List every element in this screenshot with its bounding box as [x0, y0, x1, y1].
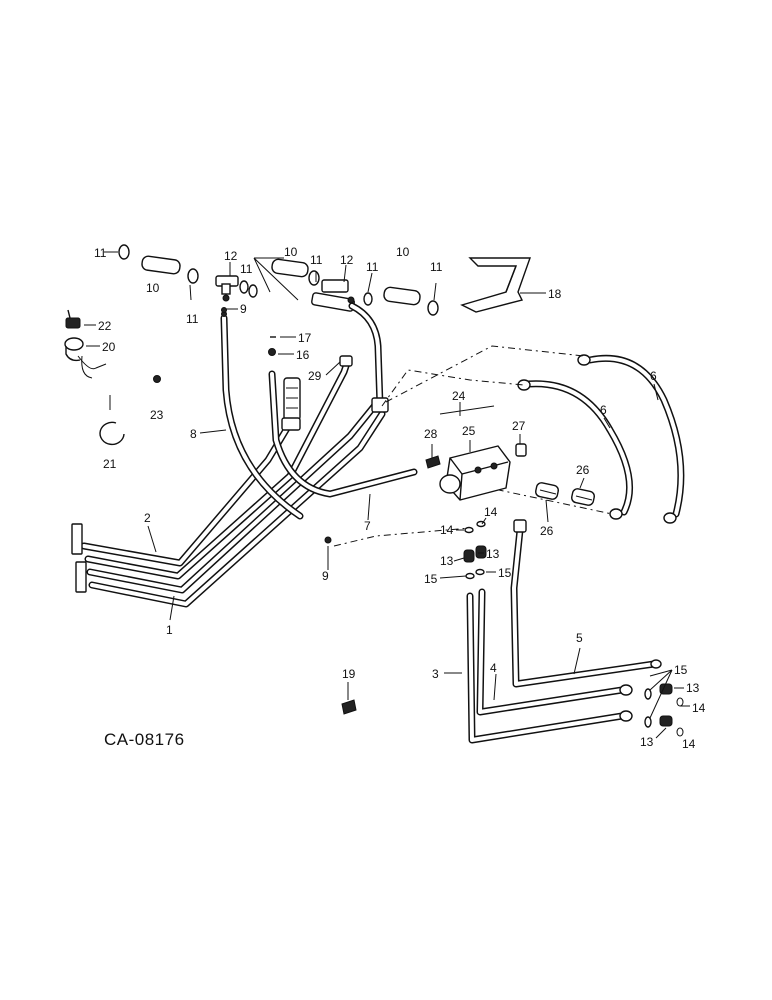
callout-11: 11	[310, 253, 323, 267]
mounting-bracket	[460, 257, 531, 313]
hose-long-left	[220, 311, 304, 520]
callout-13: 13	[440, 554, 454, 568]
callout-27: 27	[512, 419, 526, 433]
callout-9: 9	[322, 569, 329, 583]
coupler	[571, 488, 595, 506]
drawing-code: CA-08176	[104, 730, 185, 749]
tube-flange	[75, 561, 87, 593]
end-fittings-right	[644, 683, 673, 728]
routing-line	[333, 527, 471, 547]
snap-ring	[99, 421, 125, 446]
callout-28: 28	[424, 427, 438, 441]
callout-14: 14	[440, 523, 454, 537]
tee-fitting-right	[311, 279, 355, 312]
callout-13: 13	[686, 681, 700, 695]
hose-upper-right	[348, 302, 389, 413]
callout-11: 11	[240, 262, 253, 276]
callout-22: 22	[98, 319, 112, 333]
callout-19: 19	[342, 667, 356, 681]
callout-13: 13	[486, 547, 500, 561]
callout-13: 13	[640, 735, 654, 749]
callout-15: 15	[424, 572, 438, 586]
control-valve	[439, 445, 511, 501]
tee-fitting-left	[215, 275, 239, 302]
callout-10: 10	[284, 245, 298, 259]
washer	[676, 727, 684, 737]
valve-fitting	[515, 443, 527, 457]
callout-15: 15	[674, 663, 688, 677]
breather	[425, 455, 441, 469]
hose-clamp	[363, 292, 373, 306]
callout-2: 2	[144, 511, 151, 525]
hose-clamp	[427, 300, 439, 316]
callout-7: 7	[364, 519, 371, 533]
callout-12: 12	[224, 249, 238, 263]
steel-tube-group	[71, 362, 386, 608]
washer	[676, 697, 684, 707]
callout-12: 12	[340, 253, 354, 267]
callout-26: 26	[540, 524, 554, 538]
tube-flange	[71, 523, 83, 555]
switch-assembly	[65, 309, 81, 329]
hose-clamp	[187, 268, 199, 284]
callout-24: 24	[452, 389, 466, 403]
elbow-fitting	[339, 355, 353, 367]
short-hose-right	[383, 286, 421, 306]
leader-lines	[84, 251, 690, 739]
callout-29: 29	[308, 369, 322, 383]
callout-17: 17	[298, 331, 312, 345]
routing-line	[381, 369, 525, 407]
callout-11: 11	[430, 260, 443, 274]
hose-clamp	[308, 270, 320, 286]
cap-plug	[341, 699, 357, 715]
callout-6: 6	[650, 369, 657, 383]
hose-pair	[517, 354, 685, 524]
callout-3: 3	[432, 667, 439, 681]
callout-10: 10	[146, 281, 160, 295]
callout-11: 11	[94, 246, 107, 260]
hose-clamp	[239, 280, 249, 294]
callout-21: 21	[103, 457, 117, 471]
callout-16: 16	[296, 348, 310, 362]
callout-11: 11	[186, 312, 199, 326]
o-ring	[221, 307, 227, 313]
callout-15: 15	[498, 566, 512, 580]
plug	[153, 375, 161, 383]
callout-26: 26	[576, 463, 590, 477]
hose-return	[268, 370, 418, 498]
short-hose-middle	[271, 258, 309, 278]
callout-18: 18	[548, 287, 562, 301]
callout-25: 25	[462, 424, 476, 438]
callout-8: 8	[190, 427, 197, 441]
steel-tubes-lower	[466, 519, 662, 744]
routing-line	[479, 485, 613, 515]
sender-unit	[64, 337, 107, 379]
callout-4: 4	[490, 661, 497, 675]
coupler	[535, 482, 559, 500]
callout-6: 6	[600, 403, 607, 417]
top-fittings-row	[118, 244, 439, 316]
callout-14: 14	[682, 737, 696, 751]
callout-labels: 11 10 11 12 11 9 10 11 12 11 10 11 18 22…	[94, 245, 706, 751]
callout-14: 14	[692, 701, 706, 715]
routing-line	[385, 345, 585, 403]
o-ring	[324, 536, 332, 544]
callout-10: 10	[396, 245, 410, 259]
callout-1: 1	[166, 623, 173, 637]
short-hose-left	[141, 255, 181, 275]
callout-11: 11	[366, 260, 379, 274]
valve-port-fittings	[463, 520, 487, 580]
callout-20: 20	[102, 340, 116, 354]
hose-clamp	[118, 244, 130, 260]
inline-filter	[268, 336, 301, 431]
hose-clamp	[248, 284, 258, 298]
callout-14: 14	[484, 505, 498, 519]
callout-23: 23	[150, 408, 164, 422]
callout-9: 9	[240, 302, 247, 316]
callout-5: 5	[576, 631, 583, 645]
